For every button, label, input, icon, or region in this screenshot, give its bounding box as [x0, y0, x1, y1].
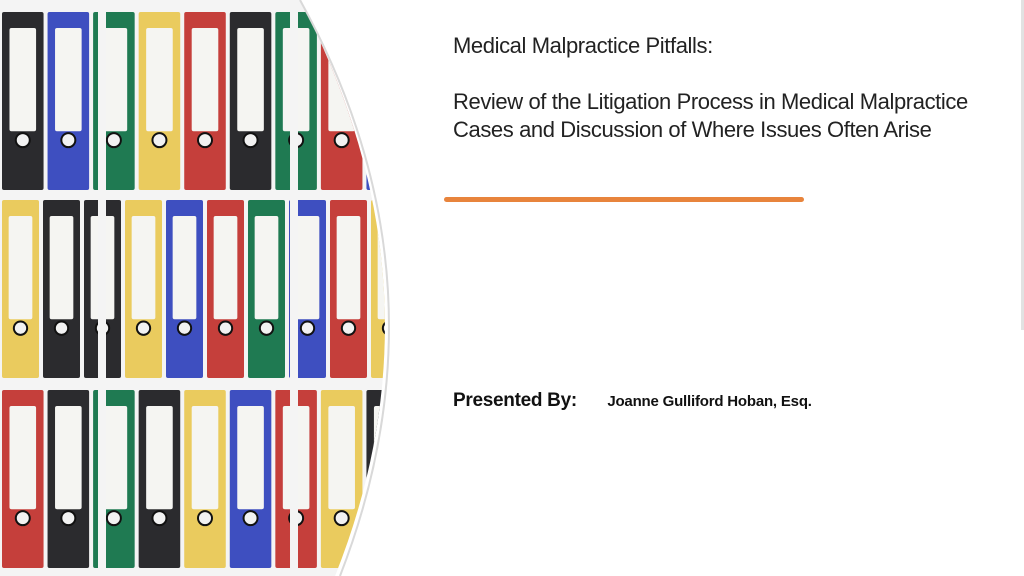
binder-label [146, 406, 173, 510]
presenter-name: Joanne Gulliford Hoban, Esq. [607, 393, 812, 410]
binder-label [373, 28, 385, 132]
binder-label [254, 216, 279, 320]
shelf-board [0, 190, 385, 202]
slide-title: Medical Malpractice Pitfalls: Review of … [453, 32, 993, 144]
finger-hole [242, 510, 259, 527]
slide-edge [1021, 0, 1024, 330]
finger-hole [197, 132, 213, 149]
binder-label [328, 406, 355, 510]
finger-hole [197, 510, 213, 527]
finger-hole [340, 320, 357, 336]
curve-accent [299, 0, 390, 576]
finger-hole [135, 320, 152, 336]
finger-hole [379, 132, 385, 149]
binder-label [9, 406, 37, 510]
shelf-divider [290, 0, 298, 576]
shelf-board [0, 378, 385, 390]
finger-hole [53, 320, 70, 336]
binder-label [55, 406, 82, 510]
shelf-board [0, 568, 385, 576]
shelf-board [0, 0, 385, 12]
title-subtitle: Review of the Litigation Process in Medi… [453, 89, 968, 142]
finger-hole [299, 320, 316, 336]
finger-hole [217, 320, 234, 336]
finger-hole [105, 132, 122, 149]
binder-label [336, 216, 361, 320]
binder-label [100, 406, 128, 510]
binder-label [100, 28, 128, 132]
binder-label [213, 216, 238, 320]
finger-hole [333, 510, 350, 527]
binder-label [9, 28, 37, 132]
binder-label [237, 28, 264, 132]
binder-label [237, 406, 264, 510]
shelf-divider [98, 0, 106, 576]
finger-hole [60, 132, 77, 149]
binder-label [373, 406, 385, 510]
accent-divider [444, 197, 804, 202]
finger-hole [379, 510, 385, 527]
binder-spine [366, 390, 385, 568]
title-main: Medical Malpractice Pitfalls: [453, 33, 713, 58]
binder-label [131, 216, 156, 320]
finger-hole [242, 132, 259, 149]
finger-hole [176, 320, 193, 336]
finger-hole [258, 320, 275, 336]
binder-label [8, 216, 33, 320]
finger-hole [14, 510, 31, 527]
finger-hole [12, 320, 29, 336]
finger-hole [60, 510, 77, 527]
binder-spine [366, 12, 385, 190]
binder-label [191, 28, 219, 132]
binder-label [49, 216, 74, 320]
finger-hole [105, 510, 122, 527]
binder-label [55, 28, 82, 132]
presenter-line: Presented By: Joanne Gulliford Hoban, Es… [453, 390, 812, 412]
finger-hole [151, 132, 168, 149]
binder-label [146, 28, 173, 132]
finger-hole [333, 132, 350, 149]
finger-hole [381, 320, 385, 336]
binder-label [295, 216, 320, 320]
finger-hole [14, 132, 31, 149]
binder-label [328, 28, 355, 132]
presenter-label: Presented By: [453, 390, 577, 411]
binder-label [172, 216, 197, 320]
finger-hole [151, 510, 168, 527]
binder-label [191, 406, 219, 510]
